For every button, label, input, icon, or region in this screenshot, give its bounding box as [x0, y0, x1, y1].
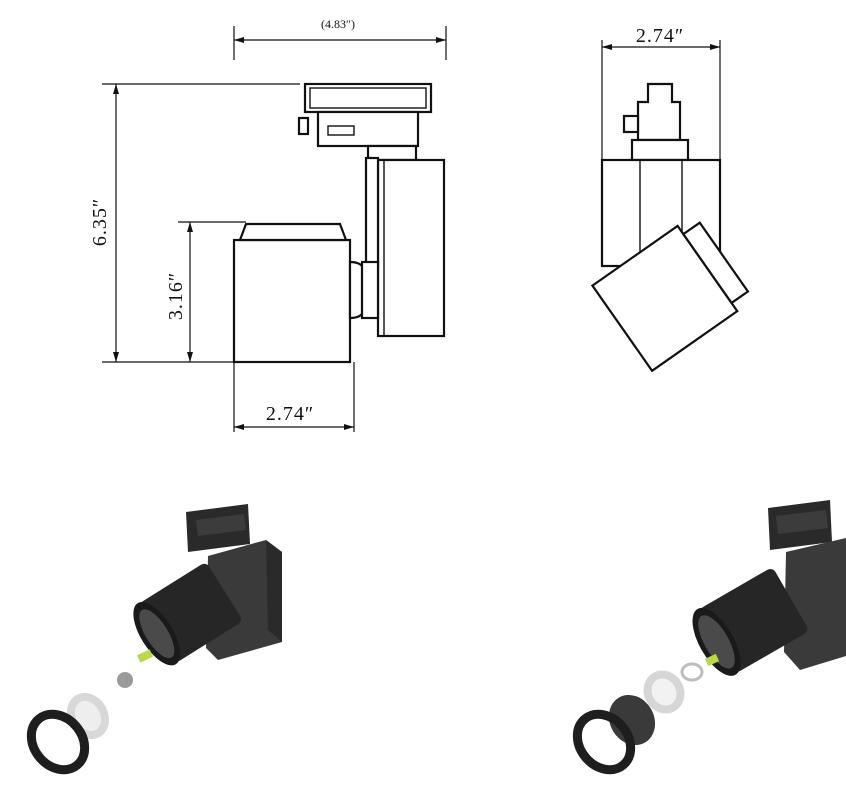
front-view-drawing: 2.74″ [590, 25, 750, 373]
exploded-render-right [572, 500, 846, 775]
exploded-render-left [26, 504, 282, 775]
side-width-bottom-label: 2.74″ [266, 403, 314, 425]
side-head-height-label: 3.16″ [165, 272, 187, 320]
side-view-drawing: (4.83″) 6.35″ 3.16″ 2.74″ [89, 17, 447, 432]
side-width-top-label: (4.83″) [321, 17, 355, 31]
side-total-height-label: 6.35″ [89, 198, 111, 246]
front-width-label: 2.74″ [636, 25, 684, 47]
